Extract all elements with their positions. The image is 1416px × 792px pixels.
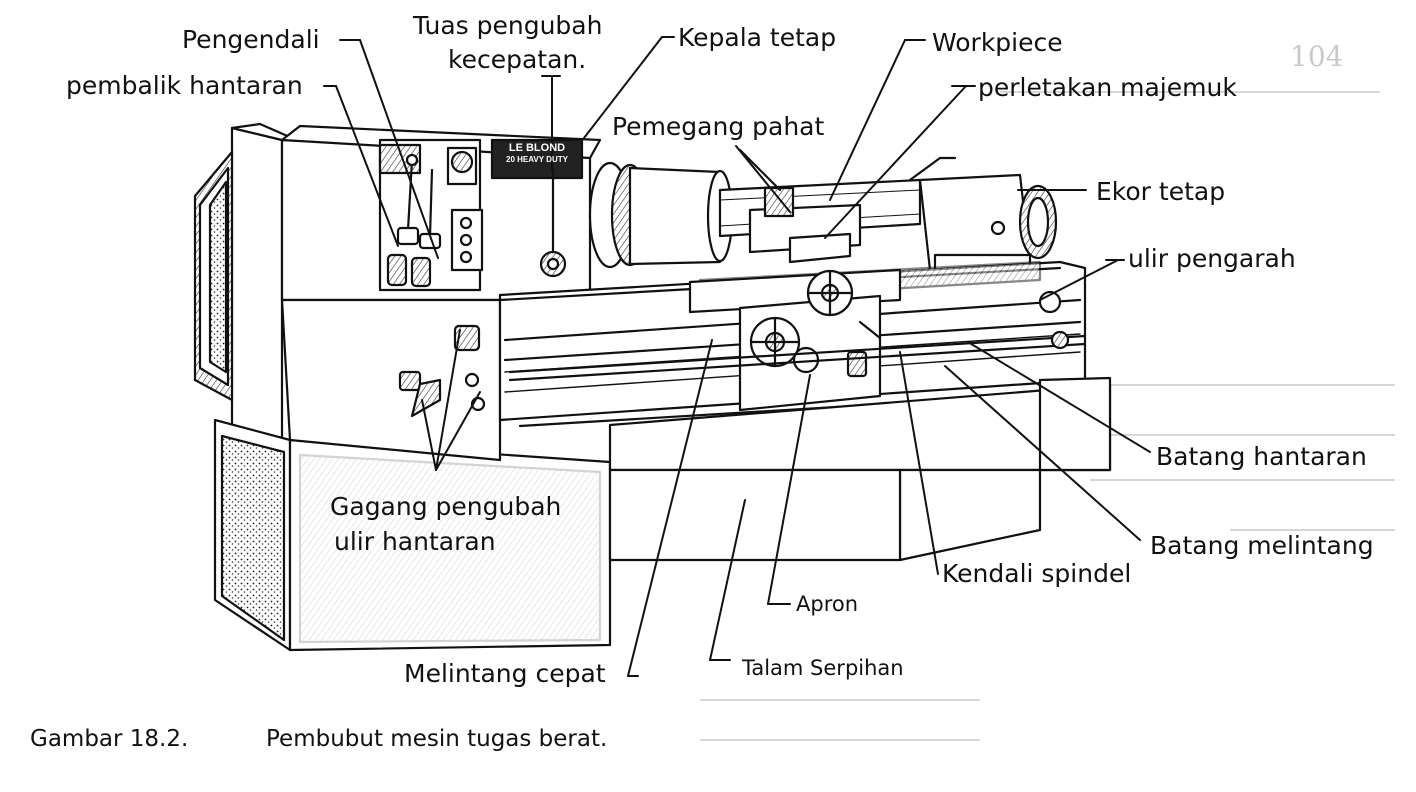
label-pengendali: Pengendali <box>182 25 320 54</box>
label-gagang-line1: Gagang pengubah <box>330 492 562 521</box>
label-gagang-line2: ulir hantaran <box>334 527 496 556</box>
label-perletakan-majemuk: perletakan majemuk <box>978 73 1237 102</box>
label-talam-serpihan: Talam Serpihan <box>742 656 904 680</box>
end-gear-cover <box>193 122 294 447</box>
leader-lines <box>323 36 1151 677</box>
chip-pan-and-pedestal <box>608 376 1112 562</box>
label-kepala-tetap: Kepala tetap <box>678 23 837 52</box>
page-number: 104 <box>1290 40 1344 73</box>
machine-brand-plate: LE BLOND 20 HEAVY DUTY <box>496 142 578 165</box>
label-tuas-line1: Tuas pengubah <box>413 11 603 40</box>
machine-model: 20 HEAVY DUTY <box>506 155 568 164</box>
left-pedestal <box>213 418 612 652</box>
tailstock <box>908 156 1058 279</box>
spindle-chuck <box>588 161 734 269</box>
label-pemegang-pahat: Pemegang pahat <box>612 112 825 141</box>
feed-levers <box>398 324 486 418</box>
label-apron: Apron <box>796 592 859 616</box>
label-ulir-pengarah: ulir pengarah <box>1128 244 1296 273</box>
bleed-through-lines <box>700 91 1395 741</box>
label-batang-melintang: Batang melintang <box>1150 531 1374 560</box>
label-melintang-cepat: Melintang cepat <box>404 659 606 688</box>
caption-text: Pembubut mesin tugas berat. <box>266 726 608 752</box>
label-ekor-tetap: Ekor tetap <box>1096 177 1226 206</box>
machine-brand: LE BLOND <box>508 142 566 154</box>
headstock-levers <box>386 153 567 288</box>
label-tuas-line2: kecepatan. <box>448 45 587 74</box>
label-kendali-spindel: Kendali spindel <box>942 559 1132 588</box>
caption-number: Gambar 18.2. <box>30 726 189 752</box>
label-batang-hantaran: Batang hantaran <box>1156 442 1367 471</box>
label-workpiece: Workpiece <box>932 28 1063 57</box>
label-pembalik-hantaran: pembalik hantaran <box>66 71 303 100</box>
